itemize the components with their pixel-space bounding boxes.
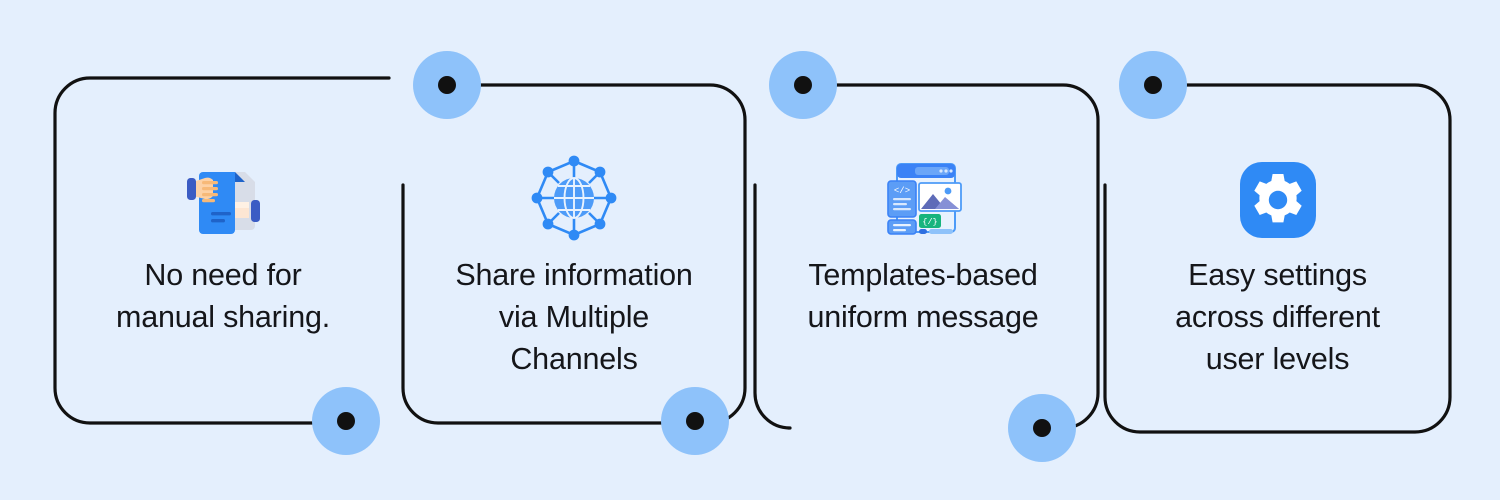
connector-node-3-end	[1008, 394, 1076, 462]
card-title: No need for manual sharing.	[115, 258, 330, 334]
connector-node-2-start	[413, 51, 481, 119]
feature-card-3[interactable]: </> {/}	[753, 150, 1093, 338]
card-title: Easy settings across different user leve…	[1175, 258, 1380, 376]
connector-node-4-start	[1119, 51, 1187, 119]
card-title: Templates-based uniform message	[807, 258, 1039, 334]
web-template-icon: </> {/}	[875, 150, 971, 246]
feature-card-4[interactable]: Easy settings across different user leve…	[1105, 150, 1450, 380]
connector-node-3-start	[769, 51, 837, 119]
document-sharing-icon	[175, 150, 271, 246]
gear-settings-icon	[1230, 150, 1326, 246]
card-title: Share information via Multiple Channels	[455, 258, 693, 376]
feature-card-1[interactable]: No need for manual sharing.	[55, 150, 391, 338]
connector-node-2-end	[661, 387, 729, 455]
svg-text:{/}: {/}	[922, 217, 937, 227]
svg-text:</>: </>	[894, 186, 910, 196]
connector-node-1-end	[312, 387, 380, 455]
global-network-icon	[526, 150, 622, 246]
feature-card-2[interactable]: Share information via Multiple Channels	[403, 150, 745, 380]
